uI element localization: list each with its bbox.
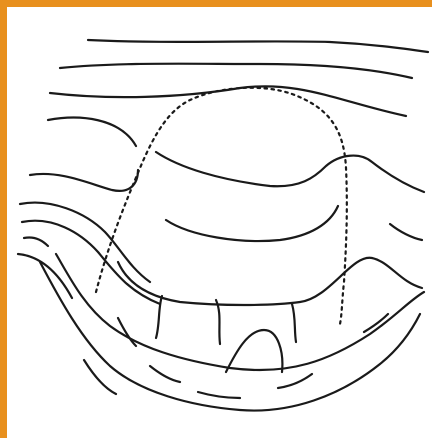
left-layer-curve-3 xyxy=(20,219,162,306)
dome-inner-curve-2 xyxy=(164,204,340,243)
body-curve-upper xyxy=(116,256,424,307)
left-layer-curve-2 xyxy=(18,201,152,284)
dome-inner-curve-1 xyxy=(154,150,426,194)
body-curve-middle xyxy=(54,252,426,372)
top-layer-line-1 xyxy=(86,38,430,54)
left-small-tick-1 xyxy=(22,236,50,248)
vertical-stroke-3 xyxy=(290,302,298,344)
left-layer-curve-1 xyxy=(28,168,140,192)
arch-shape xyxy=(224,328,284,374)
orange-frame-top-edge xyxy=(0,0,432,7)
left-lower-tick xyxy=(116,316,138,348)
bottom-dash-2 xyxy=(196,390,242,400)
top-layer-line-2 xyxy=(58,62,414,80)
dotted-outline xyxy=(94,86,348,326)
orange-frame-left-edge xyxy=(0,0,7,438)
bottom-dash-5 xyxy=(82,358,118,396)
bottom-dash-4 xyxy=(362,312,390,334)
bottom-dash-1 xyxy=(148,364,182,384)
top-layer-line-3 xyxy=(48,85,408,118)
body-curve-lower xyxy=(38,260,422,412)
vertical-stroke-2 xyxy=(214,298,222,346)
right-side-tick xyxy=(388,222,424,242)
vertical-stroke-1 xyxy=(154,294,164,340)
bottom-dash-3 xyxy=(276,372,314,390)
left-short-arc xyxy=(46,116,138,148)
left-small-tick-2 xyxy=(16,252,74,300)
